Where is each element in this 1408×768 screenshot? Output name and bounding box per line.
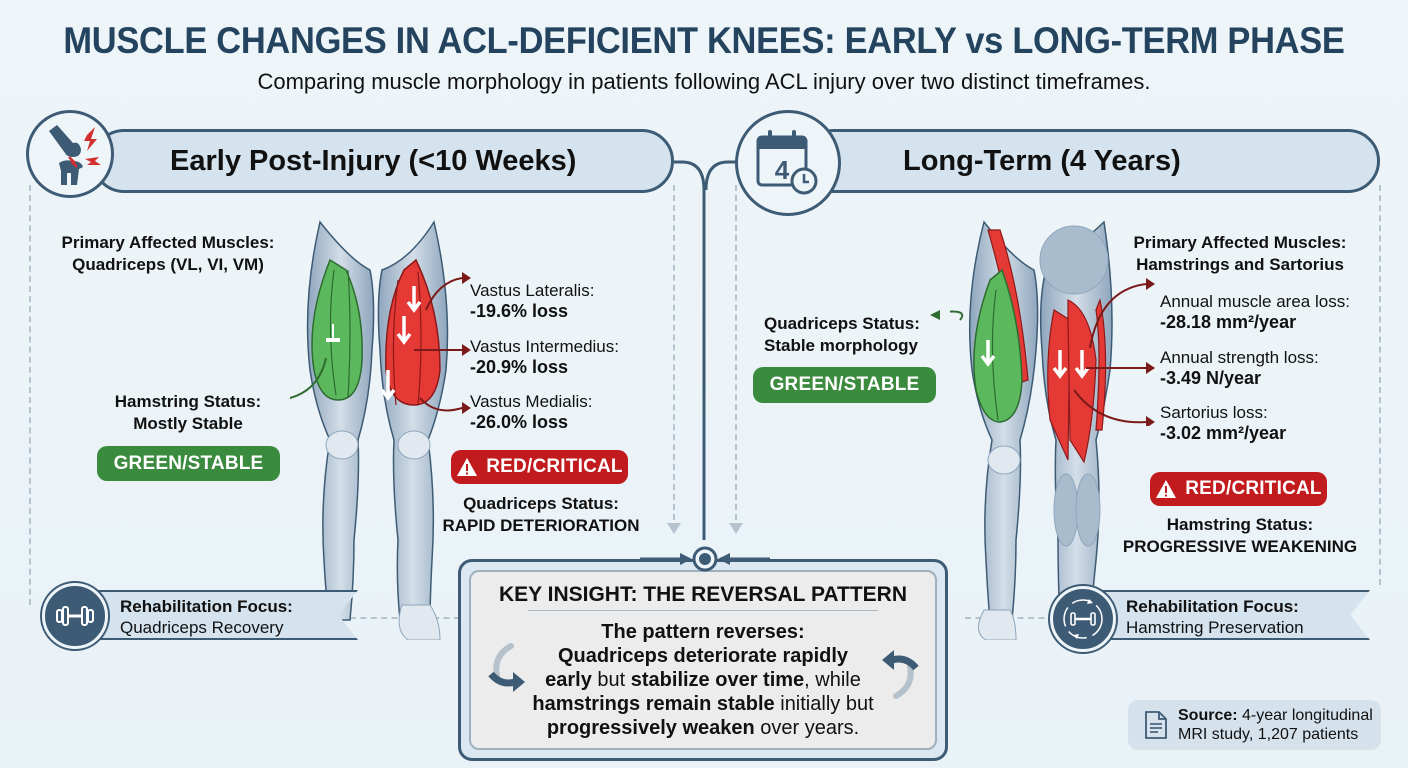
early-rehab-text: Rehabilitation Focus: Quadriceps Recover… bbox=[120, 597, 293, 637]
key-insight-inner bbox=[469, 570, 937, 750]
long-critical-badge: RED/CRITICAL bbox=[1150, 472, 1327, 506]
early-status-label: Quadriceps Status: bbox=[463, 494, 619, 513]
early-critical-badge: RED/CRITICAL bbox=[451, 450, 628, 484]
knee-injury-icon bbox=[26, 110, 114, 198]
long-primary-label: Primary Affected Muscles: bbox=[1133, 233, 1347, 252]
key-insight-box bbox=[458, 559, 948, 761]
long-rehab-text: Rehabilitation Focus: Hamstring Preserva… bbox=[1126, 597, 1304, 637]
long-quad-label: Quadriceps Status: bbox=[764, 314, 920, 333]
long-panel-border-right bbox=[1379, 185, 1381, 585]
central-connector bbox=[674, 160, 736, 540]
early-legs-illustration bbox=[290, 220, 463, 640]
arrow-down-icon bbox=[729, 523, 743, 534]
source-text: Source: 4-year longitudinal MRI study, 1… bbox=[1178, 707, 1373, 743]
long-stable-badge: GREEN/STABLE bbox=[753, 367, 936, 403]
arrow-left-icon bbox=[930, 310, 940, 320]
document-icon bbox=[1145, 711, 1167, 739]
long-stat-area: Annual muscle area loss: -28.18 mm²/year bbox=[1160, 292, 1350, 332]
insight-divider bbox=[528, 610, 878, 611]
early-stat-vl: Vastus Lateralis: -19.6% loss bbox=[470, 281, 595, 321]
arrow-down-icon bbox=[667, 523, 681, 534]
early-panel-border-right bbox=[673, 185, 675, 520]
insight-connector bbox=[640, 546, 770, 572]
early-header-title: Early Post-Injury (<10 Weeks) bbox=[170, 144, 577, 177]
early-header-pill: Early Post-Injury (<10 Weeks) bbox=[92, 129, 674, 193]
warning-icon bbox=[1156, 480, 1177, 498]
long-stat-sartorius: Sartorius loss: -3.02 mm²/year bbox=[1160, 403, 1287, 443]
early-rehab-ribbon bbox=[80, 590, 358, 640]
long-header-pill: Long-Term (4 Years) bbox=[802, 129, 1380, 193]
long-header-title: Long-Term (4 Years) bbox=[903, 144, 1181, 177]
early-primary-value: Quadriceps (VL, VI, VM) bbox=[72, 255, 264, 274]
reverse-arrow-left-icon bbox=[488, 643, 525, 692]
stat-arrowheads bbox=[1146, 278, 1155, 426]
long-stat-strength: Annual strength loss: -3.49 N/year bbox=[1160, 348, 1319, 388]
early-stat-vi: Vastus Intermedius: -20.9% loss bbox=[470, 337, 619, 377]
reverse-arrow-right-icon bbox=[882, 650, 919, 699]
long-status-value: PROGRESSIVE WEAKENING bbox=[1122, 537, 1358, 556]
warning-icon bbox=[457, 458, 478, 476]
early-panel-border-left bbox=[29, 185, 31, 605]
long-status-label: Hamstring Status: bbox=[1166, 515, 1314, 534]
source-box: Source: 4-year longitudinal MRI study, 1… bbox=[1128, 700, 1381, 750]
long-panel-border-left bbox=[735, 185, 737, 520]
early-stat-vm: Vastus Medialis: -26.0% loss bbox=[470, 392, 593, 432]
early-primary-label: Primary Affected Muscles: bbox=[61, 233, 275, 252]
long-legs-illustration bbox=[950, 220, 1147, 640]
svg-text:4: 4 bbox=[775, 155, 790, 185]
calendar-clock-icon: 4 bbox=[735, 110, 841, 216]
early-hamstring-value: Mostly Stable bbox=[133, 414, 243, 433]
dumbbell-cycle-icon bbox=[1050, 586, 1116, 652]
key-insight-title: KEY INSIGHT: THE REVERSAL PATTERN bbox=[499, 583, 907, 606]
early-status-value: RAPID DETERIORATION bbox=[442, 516, 640, 535]
long-primary-value: Hamstrings and Sartorius bbox=[1136, 255, 1344, 274]
key-insight-body: The pattern reverses: Quadriceps deterio… bbox=[532, 621, 874, 739]
page-subtitle: Comparing muscle morphology in patients … bbox=[257, 69, 1151, 94]
dumbbell-icon bbox=[42, 583, 108, 649]
early-hamstring-label: Hamstring Status: bbox=[114, 392, 262, 411]
long-quad-value: Stable morphology bbox=[764, 336, 918, 355]
early-stable-badge: GREEN/STABLE bbox=[97, 446, 280, 481]
stat-arrowheads bbox=[462, 272, 471, 414]
page-title: MUSCLE CHANGES IN ACL-DEFICIENT KNEES: E… bbox=[63, 20, 1345, 61]
